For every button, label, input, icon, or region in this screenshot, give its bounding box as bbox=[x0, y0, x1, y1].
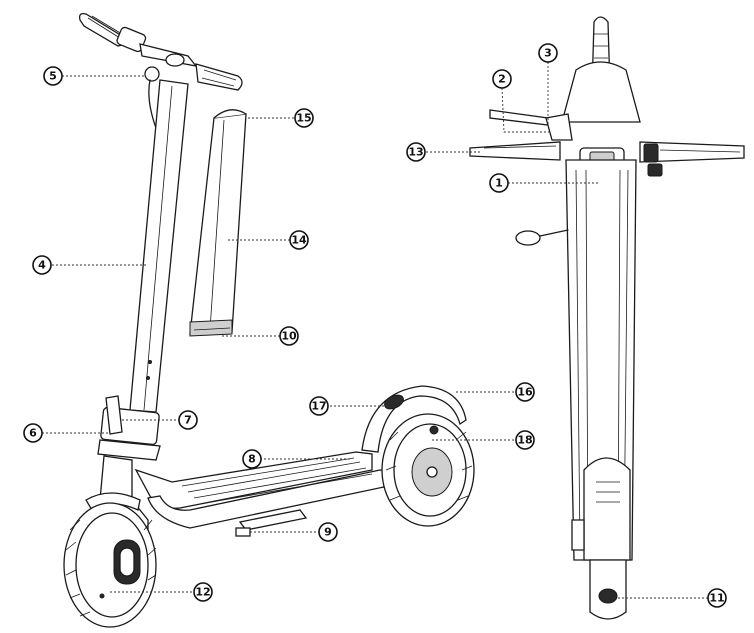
battery-pack bbox=[189, 109, 247, 337]
stem-tube bbox=[129, 79, 189, 413]
callout-12: 12 bbox=[193, 582, 213, 602]
svg-text:6: 6 bbox=[29, 427, 37, 440]
svg-text:16: 16 bbox=[517, 386, 533, 399]
svg-text:2: 2 bbox=[498, 73, 506, 86]
svg-text:3: 3 bbox=[544, 47, 552, 60]
rear-wheel-assembly bbox=[361, 385, 475, 527]
callout-17: 17 bbox=[309, 396, 329, 416]
deck-side bbox=[134, 451, 416, 537]
brake-cable bbox=[148, 79, 157, 129]
leader-lines bbox=[42, 62, 708, 599]
callout-4: 4 bbox=[32, 255, 52, 275]
svg-text:10: 10 bbox=[281, 330, 297, 343]
svg-text:13: 13 bbox=[408, 146, 423, 159]
callout-16: 16 bbox=[515, 382, 535, 402]
svg-text:12: 12 bbox=[195, 586, 210, 599]
callout-6: 6 bbox=[23, 423, 43, 443]
svg-text:9: 9 bbox=[324, 526, 332, 539]
svg-text:18: 18 bbox=[517, 434, 532, 447]
callout-11: 11 bbox=[707, 588, 727, 608]
throttle-side bbox=[144, 66, 160, 82]
scooter-front-view bbox=[469, 16, 745, 620]
folding-mechanism bbox=[97, 395, 161, 461]
callout-9: 9 bbox=[318, 522, 338, 542]
svg-text:4: 4 bbox=[38, 259, 46, 272]
callout-7: 7 bbox=[178, 410, 198, 430]
callout-15: 15 bbox=[294, 108, 314, 128]
callout-1: 1 bbox=[489, 173, 509, 193]
callout-5: 5 bbox=[43, 66, 63, 86]
svg-text:17: 17 bbox=[311, 400, 326, 413]
svg-text:1: 1 bbox=[495, 177, 503, 190]
callout-2: 2 bbox=[492, 69, 512, 89]
front-wheel bbox=[63, 502, 157, 628]
svg-text:11: 11 bbox=[709, 592, 724, 605]
svg-text:7: 7 bbox=[184, 414, 192, 427]
scooter-side-view bbox=[63, 12, 475, 628]
callout-18: 18 bbox=[515, 430, 535, 450]
svg-text:14: 14 bbox=[291, 234, 307, 247]
callout-14: 14 bbox=[289, 230, 309, 250]
kickstand bbox=[238, 509, 308, 531]
callout-13: 13 bbox=[406, 142, 426, 162]
callout-8: 8 bbox=[242, 449, 262, 469]
callout-3: 3 bbox=[538, 43, 558, 63]
svg-text:15: 15 bbox=[296, 112, 311, 125]
callout-10: 10 bbox=[279, 326, 299, 346]
svg-text:8: 8 bbox=[248, 453, 256, 466]
svg-text:5: 5 bbox=[49, 70, 57, 83]
handlebar-side bbox=[78, 12, 243, 91]
